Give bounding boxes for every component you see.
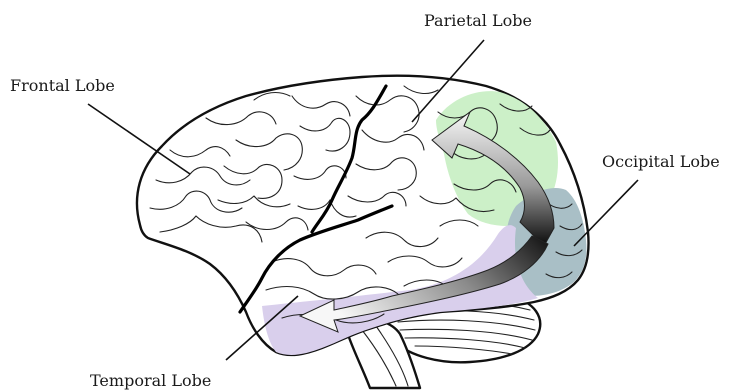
- temporal-lobe-label: Temporal Lobe: [90, 371, 211, 390]
- parietal-lobe-label: Parietal Lobe: [424, 11, 532, 30]
- occipital-lobe-label: Occipital Lobe: [602, 152, 720, 171]
- frontal-lobe-label: Frontal Lobe: [10, 76, 115, 95]
